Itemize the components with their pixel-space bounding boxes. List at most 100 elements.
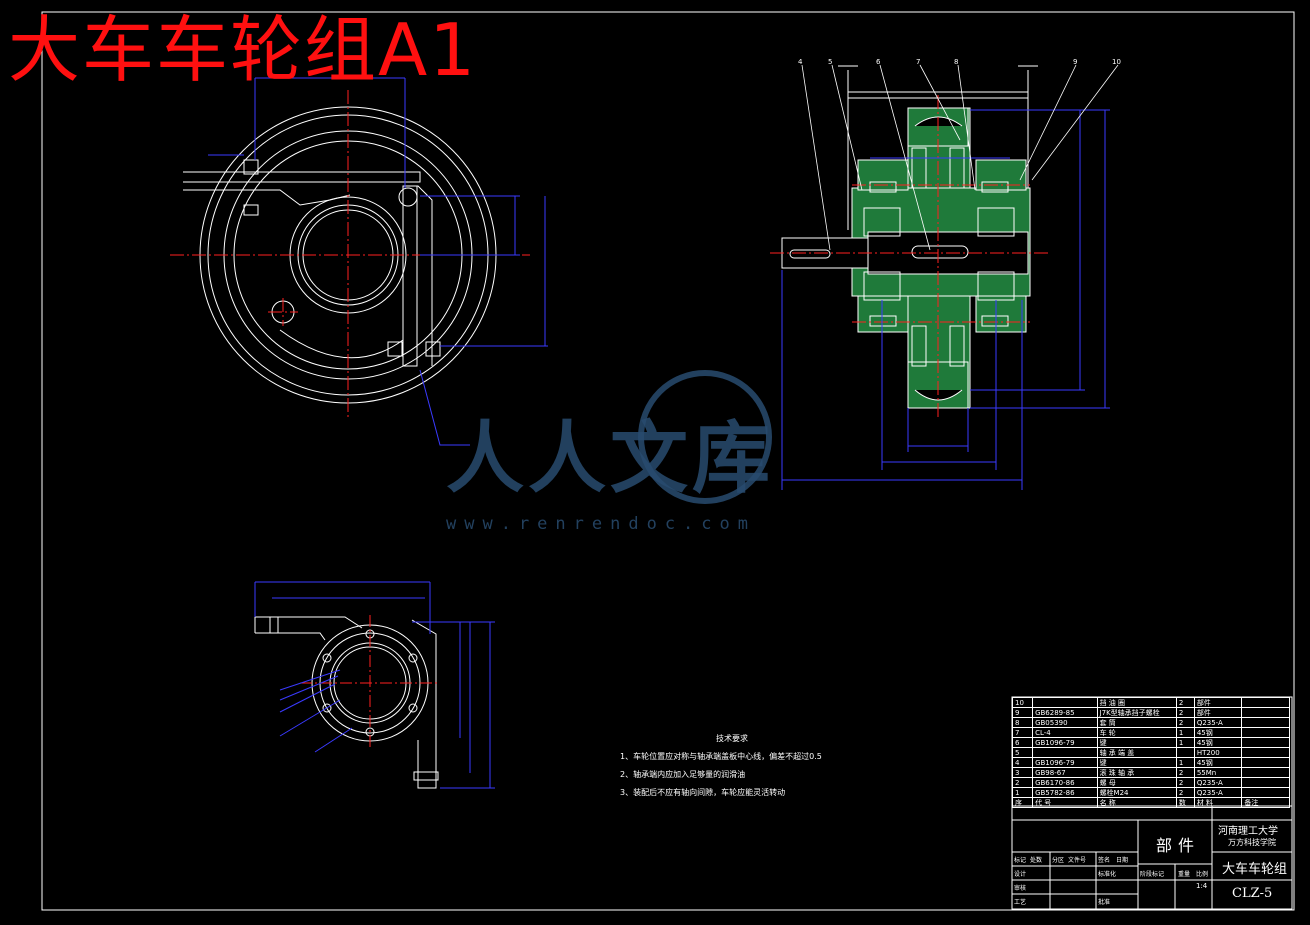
bearing-cover-view bbox=[254, 616, 439, 789]
bom-cell: 6 bbox=[1011, 737, 1034, 748]
bom-header-row: 序代 号名 称数材 料备注 bbox=[1011, 797, 1290, 808]
bom-cell: GB1096-79 bbox=[1032, 757, 1098, 768]
bom-cell: 部件 bbox=[1193, 697, 1243, 708]
tb-label-date: 日期 bbox=[1116, 857, 1129, 864]
bom-cell: GB1096-79 bbox=[1032, 737, 1098, 748]
tb-label-mark: 标记 bbox=[1014, 857, 1027, 864]
bom-cell: 45钢 bbox=[1193, 757, 1243, 768]
tb-label-design: 设计 bbox=[1014, 871, 1027, 878]
bom-cell: GB6289-85 bbox=[1032, 707, 1098, 718]
tb-label-count: 处数 bbox=[1030, 857, 1043, 864]
bom-cell: 车 轮 bbox=[1096, 727, 1177, 738]
svg-text:8: 8 bbox=[954, 58, 958, 66]
tb-label-review: 审核 bbox=[1014, 885, 1027, 892]
bom-cell bbox=[1241, 767, 1290, 778]
bom-cell bbox=[1241, 747, 1290, 758]
bom-cell: 螺栓M24 bbox=[1096, 787, 1177, 798]
wheel-section-dimensions bbox=[781, 109, 1110, 490]
bom-cell bbox=[1241, 787, 1290, 798]
bom-cell: 55Mn bbox=[1193, 767, 1243, 778]
tb-label-standard: 标准化 bbox=[1098, 871, 1117, 878]
bom-cell: 2 bbox=[1175, 777, 1195, 788]
svg-text:9: 9 bbox=[1073, 58, 1077, 66]
bom-cell: GB6170-86 bbox=[1032, 777, 1098, 788]
bom-cell: 1 bbox=[1175, 737, 1195, 748]
bom-cell: 10 bbox=[1011, 697, 1034, 708]
bom-cell: 螺 母 bbox=[1096, 777, 1177, 788]
bom-cell: GB5782-86 bbox=[1032, 787, 1098, 798]
bom-cell: 轴 承 端 盖 bbox=[1096, 747, 1177, 758]
drawing-title: 大车车轮组A1 bbox=[8, 8, 478, 92]
bearing-cover-dimensions bbox=[254, 581, 495, 789]
bom-cell: 材 料 bbox=[1193, 797, 1243, 808]
bom-cell bbox=[1241, 777, 1290, 788]
bom-cell: 套 筒 bbox=[1096, 717, 1177, 728]
watermark-url: www.renrendoc.com bbox=[446, 514, 756, 534]
bom-cell: 1 bbox=[1011, 787, 1034, 798]
bom-cell bbox=[1175, 747, 1195, 758]
bearing-cover-centerlines bbox=[300, 615, 440, 750]
bom-cell: 5 bbox=[1011, 747, 1034, 758]
bom-cell: 键 bbox=[1096, 737, 1177, 748]
bom-row: 5 轴 承 端 盖 HT200 bbox=[1011, 747, 1290, 758]
svg-text:6: 6 bbox=[876, 58, 881, 66]
bom-cell bbox=[1241, 737, 1290, 748]
bom-cell: 45钢 bbox=[1193, 727, 1243, 738]
bom-cell bbox=[1032, 747, 1098, 758]
tech-item-1: 1、车轮位置应对称与轴承端盖板中心线，偏差不超过0.5 bbox=[620, 752, 822, 761]
bom-cell: Q235-A bbox=[1193, 787, 1243, 798]
part-leader-lines bbox=[801, 64, 1119, 251]
bom-cell bbox=[1032, 697, 1098, 708]
bom-cell: 45钢 bbox=[1193, 737, 1243, 748]
bom-cell: 1 bbox=[1175, 727, 1195, 738]
tech-item-2: 2、轴承端内应加入足够量的润滑油 bbox=[620, 770, 746, 779]
bom-cell: HT200 bbox=[1193, 747, 1243, 758]
watermark-logo-circle bbox=[638, 370, 772, 504]
bom-cell: 2 bbox=[1175, 697, 1195, 708]
bom-cell: 部件 bbox=[1193, 707, 1243, 718]
title-block-scale: 1:4 bbox=[1196, 882, 1208, 890]
svg-text:7: 7 bbox=[916, 58, 920, 66]
tb-label-scale: 比例 bbox=[1196, 871, 1209, 878]
bom-cell: 2 bbox=[1175, 707, 1195, 718]
bom-cell: 8 bbox=[1011, 717, 1034, 728]
svg-text:10: 10 bbox=[1112, 58, 1121, 66]
bom-cell: 1 bbox=[1175, 757, 1195, 768]
bom-cell: 序 bbox=[1011, 797, 1034, 808]
tb-label-approve: 批准 bbox=[1098, 899, 1111, 906]
bom-cell: 4 bbox=[1011, 757, 1034, 768]
bom-cell: 代 号 bbox=[1032, 797, 1098, 808]
tb-label-stage: 阶段标记 bbox=[1140, 871, 1165, 878]
bom-cell: 9 bbox=[1011, 707, 1034, 718]
title-block-school: 河南理工大学 bbox=[1218, 826, 1278, 837]
bom-cell: GB05390 bbox=[1032, 717, 1098, 728]
bom-cell: GB98-67 bbox=[1032, 767, 1098, 778]
bom-cell bbox=[1241, 757, 1290, 768]
tech-title: 技术要求 bbox=[716, 734, 748, 743]
bom-cell: 挡 油 圈 bbox=[1096, 697, 1177, 708]
bom-cell bbox=[1241, 697, 1290, 708]
bom-cell: 2 bbox=[1175, 767, 1195, 778]
title-block-drawing-code: CLZ-5 bbox=[1232, 886, 1273, 901]
bom-cell: 2 bbox=[1011, 777, 1034, 788]
bom-cell: 备注 bbox=[1241, 797, 1290, 808]
bom-cell: 键 bbox=[1096, 757, 1177, 768]
watermark-brand: 人人文库 bbox=[446, 414, 775, 504]
tb-label-zone: 分区 bbox=[1052, 857, 1065, 864]
bom-cell: CL-4 bbox=[1032, 727, 1098, 738]
wheel-section-view bbox=[781, 65, 1038, 409]
tech-item-3: 3、装配后不应有轴向间隙，车轮应能灵活转动 bbox=[620, 788, 786, 797]
tb-label-sign: 签名 bbox=[1098, 857, 1111, 864]
bom-cell bbox=[1241, 717, 1290, 728]
tb-label-weight: 重量 bbox=[1178, 871, 1191, 878]
wheel-side-dimensions bbox=[208, 77, 548, 446]
